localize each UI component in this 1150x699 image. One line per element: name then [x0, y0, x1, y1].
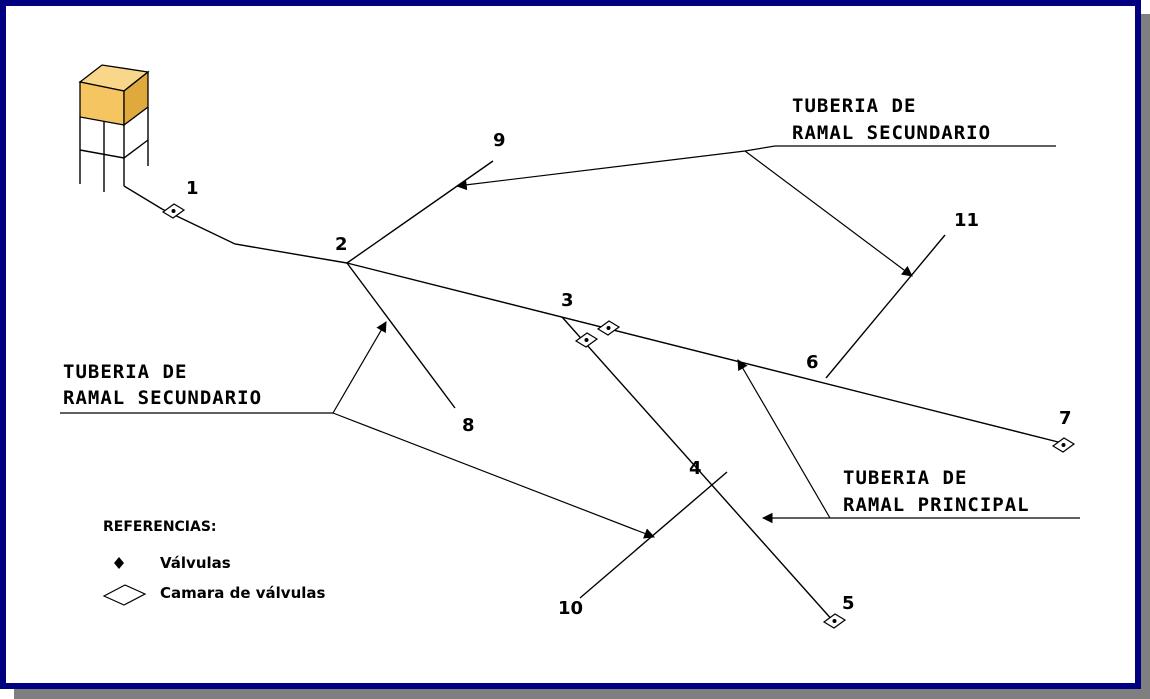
node-label-1: 1 [186, 178, 199, 199]
node-label-4: 4 [689, 458, 702, 479]
water-tank-icon [78, 64, 150, 192]
chamber-node-1 [161, 203, 186, 219]
callout-principal-line2: RAMAL PRINCIPAL [843, 494, 1030, 516]
chamber-node-7 [1051, 437, 1076, 453]
node-label-5: 5 [842, 593, 855, 614]
callout-secondary-left-line2: RAMAL SECUNDARIO [63, 387, 262, 409]
node-label-2: 2 [335, 234, 348, 255]
callout-principal: TUBERIA DE RAMAL PRINCIPAL [737, 359, 1080, 524]
callout-secondary-top-line1: TUBERIA DE [792, 95, 916, 117]
node-label-9: 9 [493, 130, 506, 151]
legend-title: REFERENCIAS: [103, 519, 217, 535]
callout-secondary-top: TUBERIA DE RAMAL SECUNDARIO [455, 95, 1056, 277]
chamber-node-5 [822, 613, 847, 629]
valve-chambers [161, 203, 1076, 629]
chamber-node-3b [596, 320, 621, 336]
legend-chamber-label: Camara de válvulas [160, 584, 326, 602]
node-label-6: 6 [806, 352, 819, 373]
callout-secondary-top-line2: RAMAL SECUNDARIO [792, 122, 991, 144]
valve-legend-icon [114, 557, 124, 569]
callout-secondary-left: TUBERIA DE RAMAL SECUNDARIO [60, 321, 656, 539]
node-label-8: 8 [462, 415, 475, 436]
pipe-network [123, 160, 1071, 623]
node-labels: 1 2 3 4 5 6 7 8 9 10 11 [186, 130, 1072, 619]
diagram-frame [0, 0, 1141, 689]
node-label-3: 3 [561, 290, 574, 311]
node-label-10: 10 [558, 598, 583, 619]
node-label-11: 11 [954, 210, 979, 231]
callout-principal-line1: TUBERIA DE [843, 467, 967, 489]
legend: REFERENCIAS: Válvulas Camara de válvulas [102, 519, 326, 606]
callout-secondary-left-line1: TUBERIA DE [63, 361, 187, 383]
chamber-legend-icon [102, 584, 147, 606]
chamber-node-3a [574, 332, 599, 348]
legend-valve-label: Válvulas [160, 554, 231, 572]
node-label-7: 7 [1059, 408, 1072, 429]
